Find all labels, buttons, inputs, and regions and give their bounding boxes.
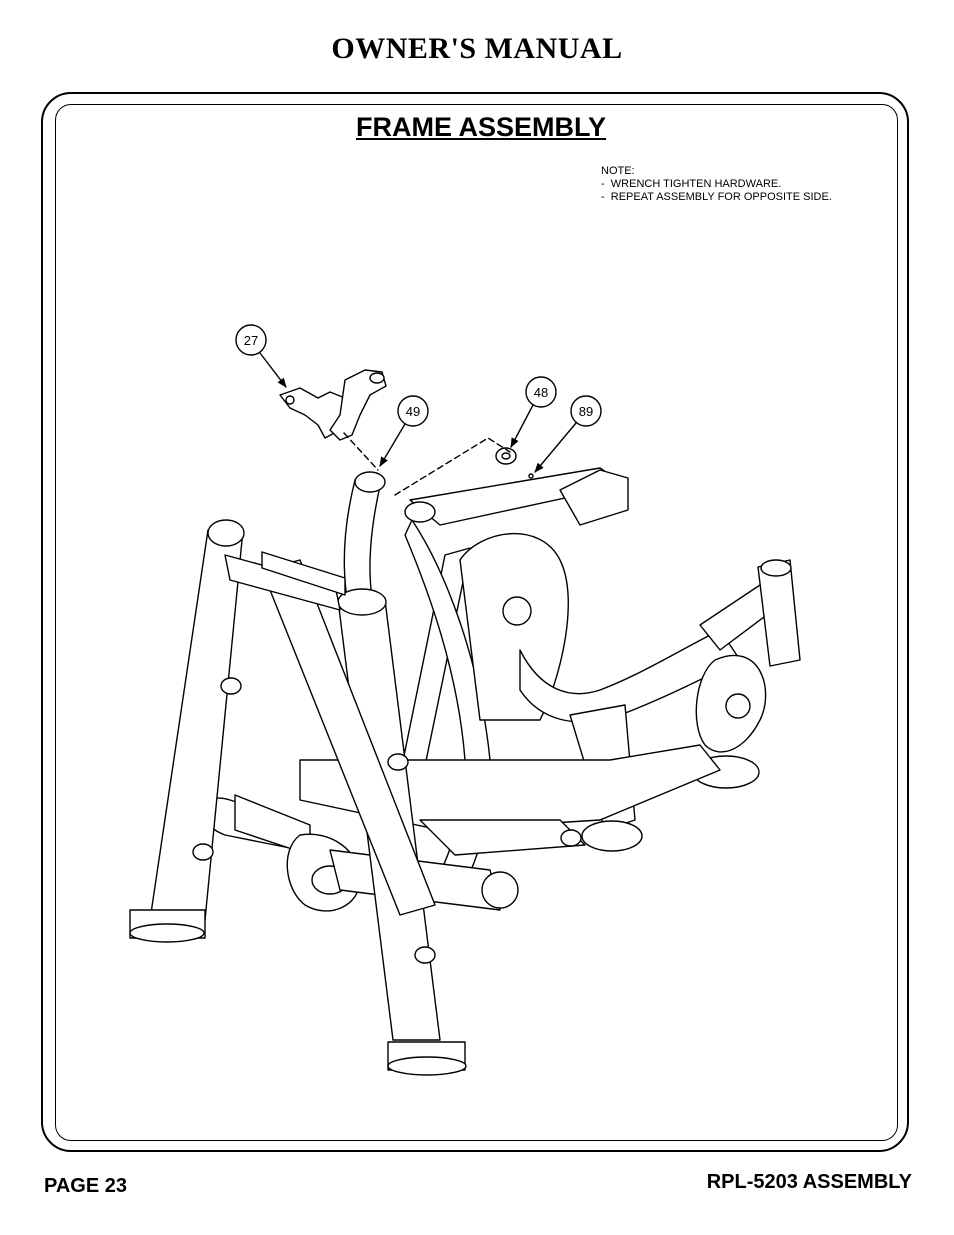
callout-48-label: 48 bbox=[534, 385, 548, 400]
callout-49-label: 49 bbox=[406, 404, 420, 419]
part-27-bracket bbox=[279, 369, 387, 441]
inner-border bbox=[55, 104, 898, 1141]
page-number: PAGE 23 bbox=[44, 1175, 127, 1197]
part-89-bolt bbox=[528, 473, 534, 479]
callout-89: 89 bbox=[534, 395, 602, 473]
assembly-note: NOTE: - WRENCH TIGHTEN HARDWARE. - REPEA… bbox=[601, 165, 832, 204]
callout-48: 48 bbox=[510, 376, 557, 448]
outer-border bbox=[41, 92, 909, 1152]
callout-89-label: 89 bbox=[579, 404, 593, 419]
note-line-2: - REPEAT ASSEMBLY FOR OPPOSITE SIDE. bbox=[601, 191, 832, 203]
assembly-path-dashed bbox=[343, 432, 511, 496]
section-title: FRAME ASSEMBLY bbox=[355, 112, 607, 142]
note-line-1: - WRENCH TIGHTEN HARDWARE. bbox=[601, 178, 782, 190]
model-assembly-label: RPL-5203 ASSEMBLY bbox=[706, 1171, 912, 1193]
callout-49: 49 bbox=[379, 395, 429, 467]
note-heading: NOTE: bbox=[601, 165, 635, 177]
callout-27-label: 27 bbox=[244, 333, 258, 348]
frame-structure bbox=[129, 467, 801, 1076]
callout-27: 27 bbox=[235, 324, 287, 388]
part-48-washer bbox=[495, 447, 517, 465]
page-header-title: OWNER'S MANUAL bbox=[331, 32, 623, 65]
